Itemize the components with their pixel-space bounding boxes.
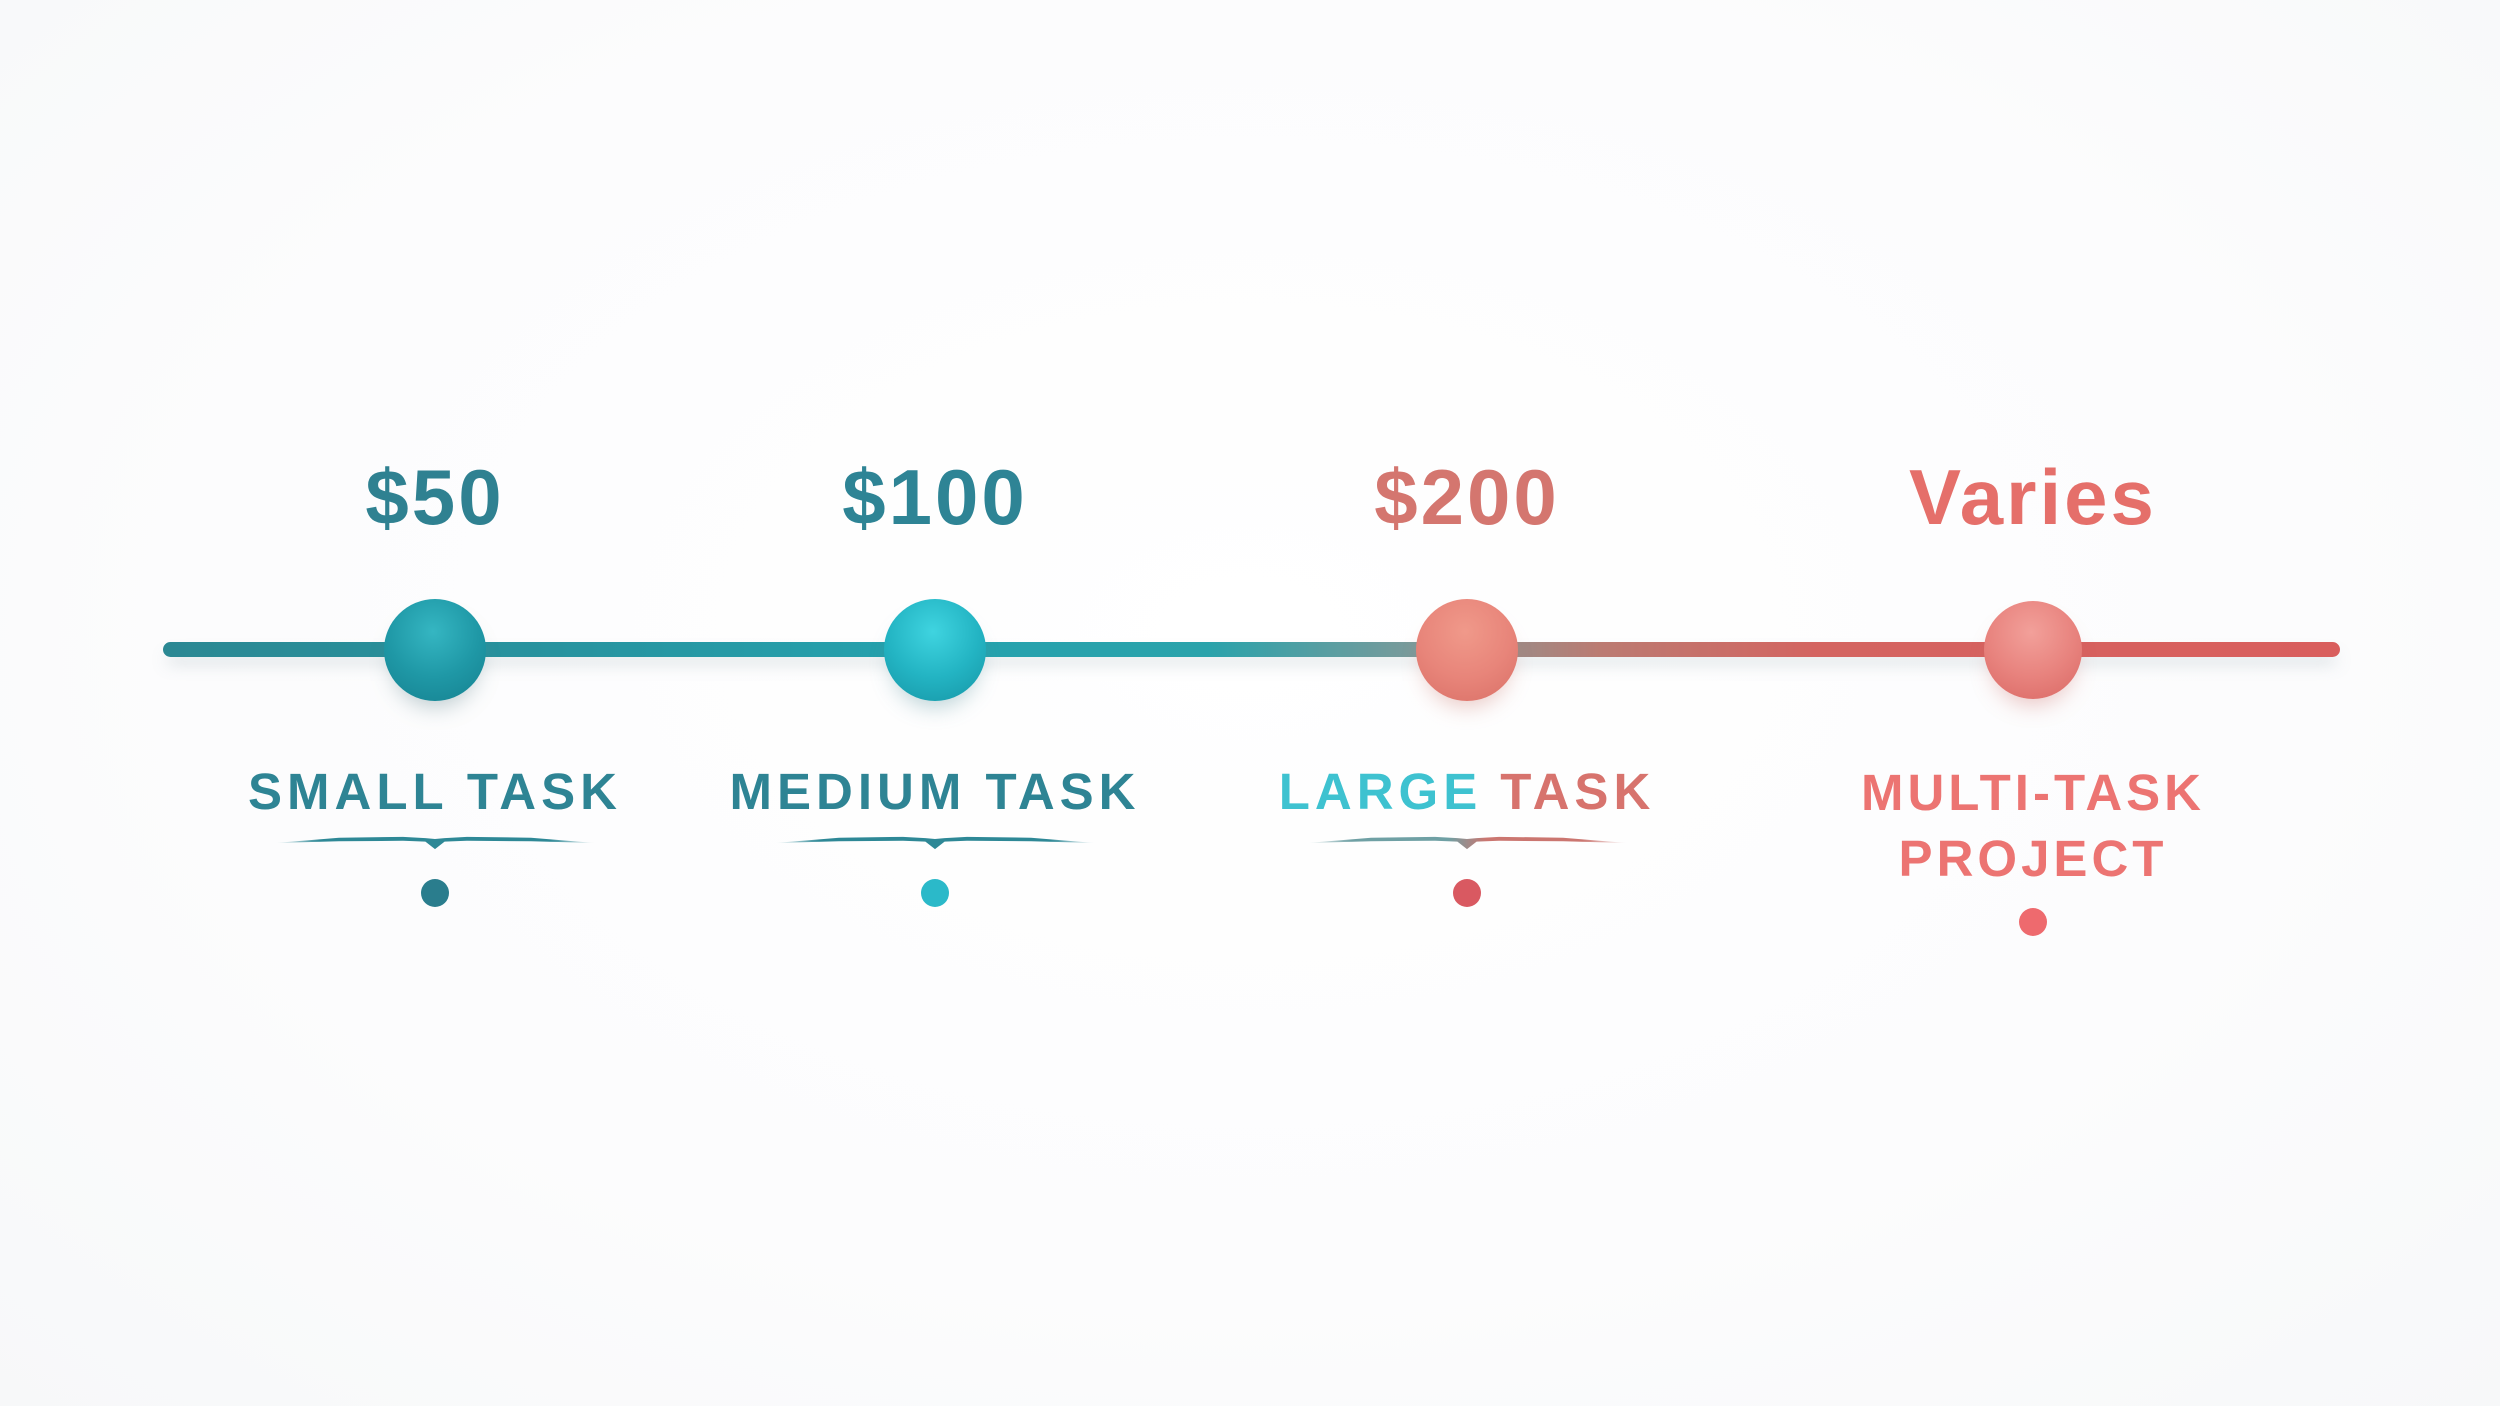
task-label: MULTI-TASK PROJECT [1733,760,2333,892]
price-label: $100 [842,453,1028,541]
price-label: $50 [365,453,505,541]
price-label: $200 [1374,453,1560,541]
timeline-line [163,642,2340,657]
milestone-ball [1984,601,2082,699]
task-label: LARGE TASK [1279,762,1656,822]
milestone-ball [884,599,986,701]
task-label-line-2: PROJECT [1898,830,2168,887]
task-label-line-1: MULTI-TASK [1860,764,2206,821]
divider-flourish [775,836,1095,850]
milestone-dot [921,879,949,907]
price-label: Varies [1909,453,2157,541]
milestone-dot [1453,879,1481,907]
task-label: MEDIUM TASK [729,763,1141,820]
milestone-ball [384,599,486,701]
divider-flourish [275,836,595,850]
milestone-dot [421,879,449,907]
task-label-word-large: LARGE [1278,763,1483,820]
milestone-ball [1416,599,1518,701]
milestone-dot [2019,908,2047,936]
task-label: SMALL TASK [248,763,622,820]
task-label-word-task: TASK [1500,763,1656,820]
divider-flourish [1307,836,1627,850]
